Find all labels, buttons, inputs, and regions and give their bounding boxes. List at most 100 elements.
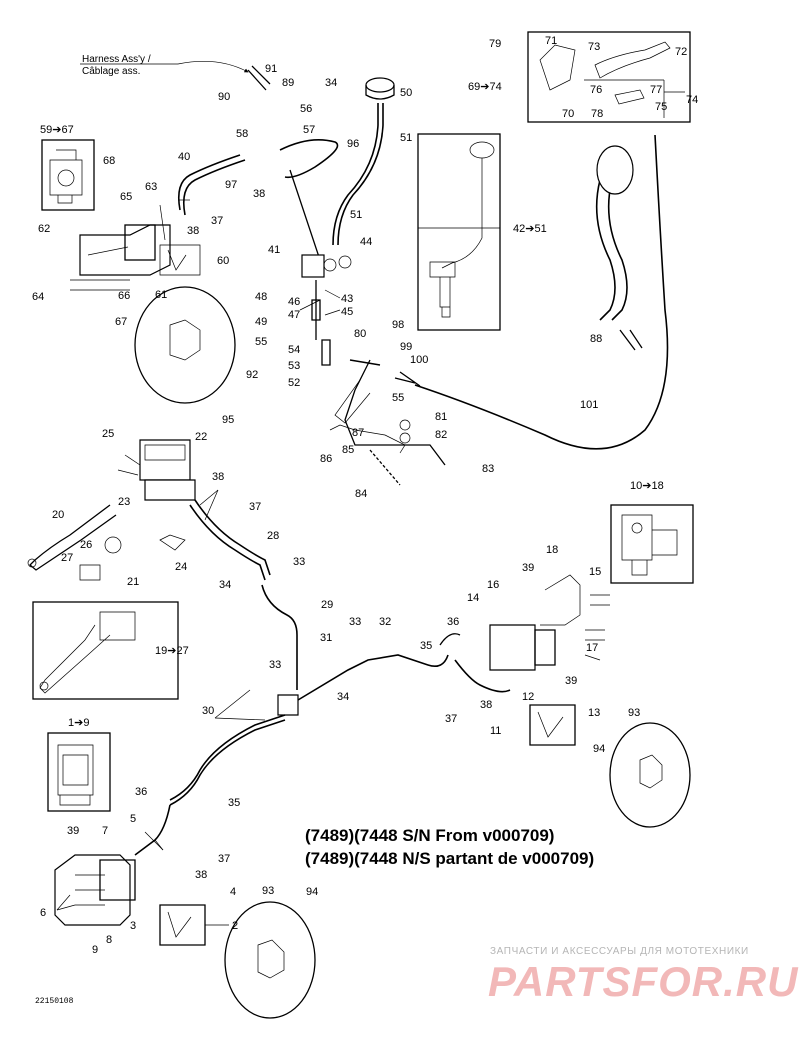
callout: 69➔74 [468,81,502,93]
callout: 79 [489,38,501,50]
callout: 35 [228,797,240,809]
callout: 33 [349,616,361,628]
front-caliper-left [70,224,201,291]
callout: 55 [255,336,267,348]
callout: 93 [262,885,274,897]
callout: 59➔67 [40,124,74,136]
callout: 37 [445,713,457,725]
parking-brake-cable [414,134,669,450]
callout: 83 [482,463,494,475]
callout: 65 [120,191,132,203]
callout: 40 [178,151,190,163]
callout: 38 [480,699,492,711]
callout: 13 [588,707,600,719]
callout: 8 [106,934,112,946]
callout: 75 [655,101,667,113]
callout: 43 [341,293,353,305]
callout: 20 [52,509,64,521]
inset-box-hand-lever-assy [32,601,179,700]
inset-box-handlebar-control [527,31,691,123]
callout: 84 [355,488,367,500]
callout: 77 [650,84,662,96]
callout: 1➔9 [68,717,89,729]
callout: 45 [341,306,353,318]
harness-label-en: Harness Ass'y / [82,54,151,65]
callout: 80 [354,328,366,340]
serial-note-fr: (7489)(7448 N/S partant de v000709) [305,849,595,868]
callout: 57 [303,124,315,136]
brake-lines-front [177,103,384,261]
callout: 64 [32,291,44,303]
rear-disc-right [609,722,691,828]
callout: 6 [40,907,46,919]
callout: 73 [588,41,600,53]
callout: 34 [219,579,231,591]
callout: 90 [218,91,230,103]
drawing-id: 22150108 [35,997,74,1006]
callout: 38 [195,869,207,881]
callout: 100 [410,354,428,366]
callout: 56 [300,103,312,115]
callout: 99 [400,341,412,353]
leader-lines [56,91,685,926]
callout: 94 [306,886,318,898]
callout: 87 [352,427,364,439]
callout: 53 [288,360,300,372]
callout: 71 [545,35,557,47]
watermark-subtitle: ЗАПЧАСТИ И АКСЕССУАРЫ ДЛЯ МОТОТЕХНИКИ [490,946,749,957]
rear-caliper-left [54,854,206,946]
callout: 39 [522,562,534,574]
rear-disc-left [224,901,316,1019]
callout: 37 [218,853,230,865]
callout: 76 [590,84,602,96]
callout: 27 [61,552,73,564]
callout: 35 [420,640,432,652]
callout: 93 [628,707,640,719]
callout: 70 [562,108,574,120]
callout: 92 [246,369,258,381]
callout: 78 [591,108,603,120]
callout: 60 [217,255,229,267]
callout: 10➔18 [630,480,664,492]
callout: 88 [590,333,602,345]
callout: 72 [675,46,687,58]
callout: 33 [293,556,305,568]
inset-box-master-cylinder-assy [417,133,501,331]
callout: 24 [175,561,187,573]
callout: 66 [118,290,130,302]
callout: 26 [80,539,92,551]
callout: 9 [92,944,98,956]
callout: 31 [320,632,332,644]
callout: 85 [342,444,354,456]
callout: 98 [392,319,404,331]
callout: 51 [400,132,412,144]
callout: 38 [212,471,224,483]
watermark-logo: PARTSFOR.RU [488,958,799,1005]
callout: 41 [268,244,280,256]
callout: 91 [265,63,277,75]
callout: 39 [67,825,79,837]
callout: 68 [103,155,115,167]
callout: 67 [115,316,127,328]
callout: 28 [267,530,279,542]
callout: 30 [202,705,214,717]
callout: 36 [135,786,147,798]
callout: 4 [230,886,236,898]
callout: 22 [195,431,207,443]
callout: 101 [580,399,598,411]
front-master-cylinder [27,439,196,581]
callout: 32 [379,616,391,628]
callout: 94 [593,743,605,755]
callout: 12 [522,691,534,703]
callout: 37 [211,215,223,227]
harness-arrow [80,60,271,91]
callout: 5 [130,813,136,825]
callout: 47 [288,309,300,321]
callout: 34 [337,691,349,703]
callout: 51 [350,209,362,221]
callout: 61 [155,289,167,301]
reservoir [365,77,395,100]
callout: 17 [586,642,598,654]
callout: 55 [392,392,404,404]
